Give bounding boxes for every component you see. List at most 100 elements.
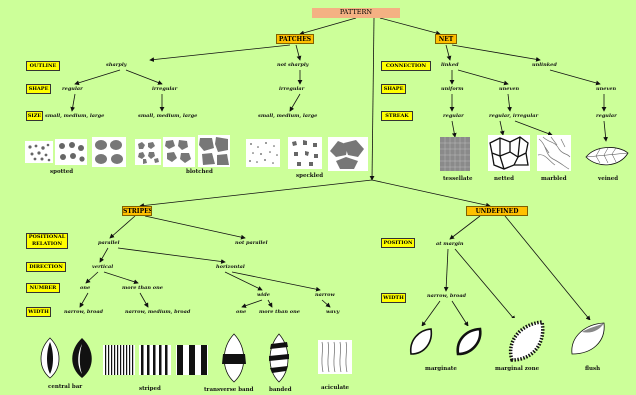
thumb-veined <box>584 143 630 169</box>
category-net: NET <box>435 34 457 44</box>
connector-arrow <box>451 120 457 138</box>
caption-veined: veined <box>598 176 619 182</box>
connector-arrow <box>231 271 321 292</box>
thumb-banded <box>265 332 293 384</box>
node-uniform: uniform <box>441 86 464 92</box>
caption-marginal-zone: marginal zone <box>495 366 540 372</box>
connector-arrow <box>514 120 553 136</box>
connector-arrow <box>321 299 331 308</box>
thumb-spotted-3 <box>92 137 126 167</box>
thumb-blotched-1 <box>135 139 161 165</box>
label-streak: STREAK <box>381 111 413 121</box>
root-pattern: PATTERN <box>312 8 400 18</box>
connector-arrow <box>117 247 226 264</box>
node-parallel: parallel <box>98 240 120 246</box>
node-regular-net2: regular <box>596 113 617 119</box>
node-narrow-broad-b: narrow, broad <box>427 293 467 299</box>
node-more-than-one-b: more than one <box>259 309 300 315</box>
connector-arrow <box>74 69 121 86</box>
connector-arrow <box>457 69 509 86</box>
connector-arrow <box>454 248 516 321</box>
caption-tessellate: tessellate <box>443 176 473 182</box>
node-not-sharply: not sharply <box>277 62 309 68</box>
caption-flush: flush <box>585 366 601 372</box>
caption-blotched: blotched <box>186 169 213 175</box>
node-uneven-b: uneven <box>596 86 617 92</box>
connector-arrow <box>603 120 608 142</box>
thumb-flush <box>568 320 608 358</box>
node-irregular-b: irregular <box>279 86 305 92</box>
connector-arrow <box>70 93 76 112</box>
label-direction: DIRECTION <box>26 262 66 272</box>
thumb-striped-3 <box>176 345 208 375</box>
label-number: NUMBER <box>26 283 60 293</box>
caption-netted: netted <box>494 176 514 182</box>
thumb-marginate-2 <box>454 326 484 358</box>
thumb-blotched-2 <box>163 137 195 167</box>
connector-arrow <box>224 271 263 291</box>
connector-arrow <box>379 17 441 36</box>
connector-arrow <box>299 17 357 36</box>
thumb-striped-2 <box>139 345 171 375</box>
node-size-c: small, medium, large <box>258 113 318 119</box>
connector-arrow <box>371 179 491 208</box>
node-vertical: vertical <box>92 264 114 270</box>
node-uneven-a: uneven <box>499 86 520 92</box>
connector-arrow <box>445 44 452 61</box>
connector-arrow <box>139 179 373 208</box>
label-positional-relation: POSITIONAL RELATION <box>26 233 68 249</box>
node-size-b: small, medium, large <box>138 113 198 119</box>
connector-arrow <box>289 93 301 112</box>
thumb-central-bar-1 <box>36 336 64 380</box>
connector-arrow <box>443 248 449 292</box>
connector-arrow <box>507 93 512 112</box>
thumb-transverse-band <box>219 332 249 384</box>
thumb-speckled-1 <box>246 139 280 167</box>
label-shape-patches: SHAPE <box>26 84 51 94</box>
connector-arrow <box>421 300 441 327</box>
node-horizontal: horizontal <box>216 264 245 270</box>
thumb-speckled-3 <box>328 137 368 171</box>
node-wide: wide <box>257 292 270 298</box>
thumb-marginate-1 <box>407 326 435 358</box>
thumb-striped-1 <box>103 345 135 375</box>
node-at-margin: at margin <box>436 241 464 247</box>
connector-arrow <box>109 215 136 239</box>
node-narrow: narrow <box>315 292 335 298</box>
caption-striped: striped <box>139 386 161 392</box>
node-regular-net: regular <box>443 113 464 119</box>
connector-arrow <box>549 69 601 86</box>
node-one-a: one <box>80 285 91 291</box>
caption-spotted: spotted <box>50 169 74 175</box>
node-unlinked: unlinked <box>532 62 557 68</box>
node-irregular-a: irregular <box>152 86 178 92</box>
node-regular-irregular: regular, irregular <box>489 113 539 119</box>
label-outline: OUTLINE <box>26 61 60 71</box>
label-width-undefined: WIDTH <box>381 293 406 303</box>
node-linked: linked <box>441 62 459 68</box>
thumb-marginal-zone <box>502 318 550 364</box>
connector-arrow <box>125 69 163 85</box>
label-position: POSITION <box>381 238 415 248</box>
caption-central-bar: central bar <box>48 384 83 390</box>
caption-aciculate: aciculate <box>321 385 350 391</box>
node-more-than-one-a: more than one <box>122 285 163 291</box>
label-connection: CONNECTION <box>381 61 431 71</box>
connector-arrow <box>499 120 505 136</box>
thumb-aciculate <box>318 340 352 374</box>
node-regular-a: regular <box>62 86 83 92</box>
caption-banded: banded <box>269 387 292 393</box>
connector-arrow <box>241 299 263 308</box>
node-not-parallel: not parallel <box>235 240 268 246</box>
thumb-speckled-2 <box>288 137 322 169</box>
node-narrow-broad-a: narrow, broad <box>64 309 104 315</box>
node-size-a: small, medium, large <box>45 113 105 119</box>
thumb-tessellate <box>440 137 470 171</box>
connector-arrow <box>103 271 139 285</box>
connector-arrow <box>267 299 273 308</box>
caption-marbled: marbled <box>541 176 567 182</box>
label-shape-net: SHAPE <box>381 84 406 94</box>
connector-arrow <box>504 215 591 321</box>
